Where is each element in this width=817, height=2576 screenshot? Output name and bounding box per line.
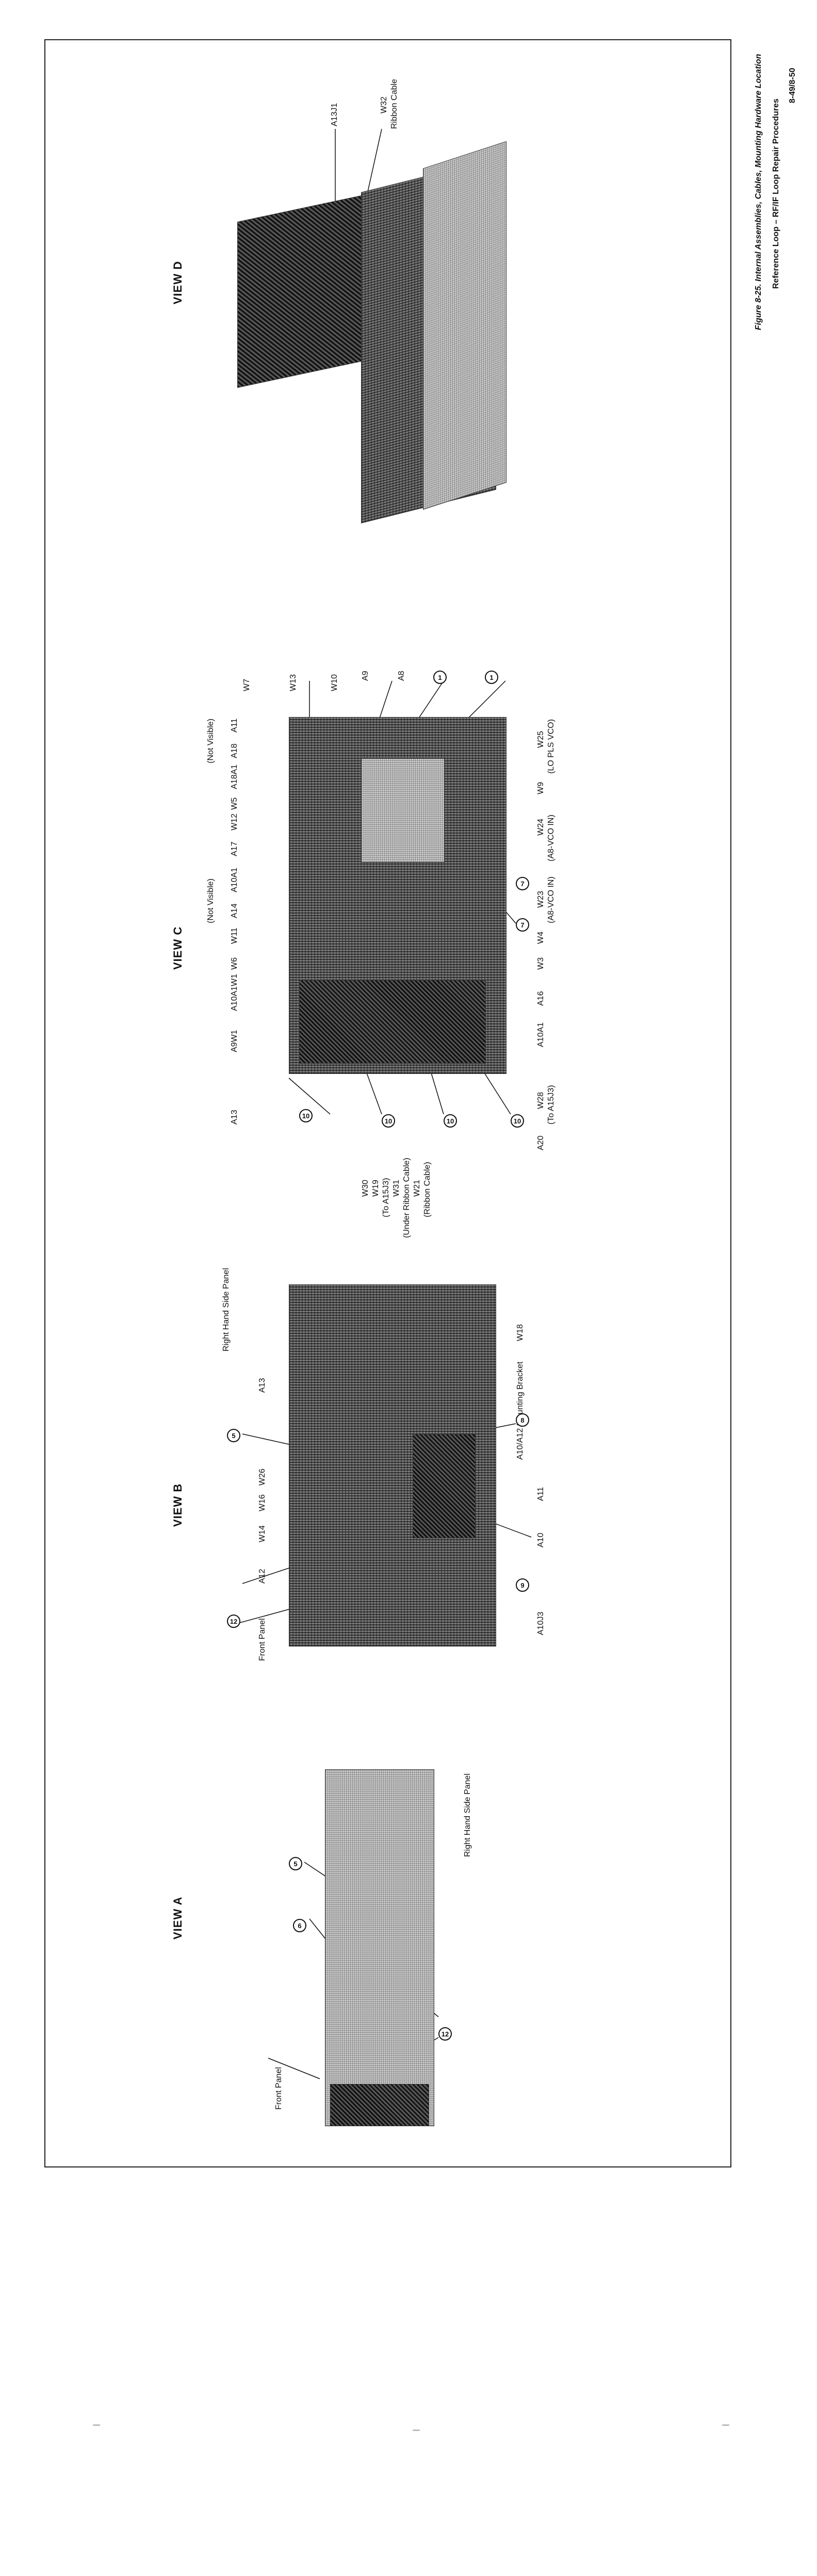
view-c-w19-note: (To A15J3)	[382, 1178, 390, 1217]
view-d-w32-note: Ribbon Cable	[390, 79, 399, 129]
view-c-a17-label: A17	[230, 841, 239, 856]
view-c-w23-note: (A8-VCO IN)	[547, 876, 555, 923]
view-c-w28-label: W28	[536, 1092, 545, 1109]
view-c-w30-label: W30	[361, 1180, 370, 1197]
view-c-w3-label: W3	[536, 957, 545, 970]
view-a-front-panel-label: Front Panel	[274, 2067, 283, 2110]
view-c-callout-1-b: 1	[485, 671, 498, 684]
view-c-subassembly	[361, 758, 445, 862]
view-a-callout-6: 6	[293, 1919, 306, 1932]
scan-mark	[93, 2424, 100, 2426]
view-b-a10a12-bracket-label: A10/A12 Mounting Bracket	[516, 1361, 525, 1460]
view-b-front-panel-label: Front Panel	[258, 1618, 267, 1661]
running-head: Reference Loop – RF/IF Loop Repair Proce…	[772, 99, 780, 289]
view-b-a13-label: A13	[258, 1378, 267, 1393]
view-b-w14-label: W14	[258, 1525, 267, 1542]
view-b-a11-label: A11	[536, 1487, 545, 1501]
view-b-board	[413, 1434, 476, 1538]
view-c-a18a1-label: A18A1	[230, 764, 239, 789]
view-b-right-hand-side-panel-label: Right Hand Side Panel	[222, 1268, 231, 1351]
view-c-w25-label: W25	[536, 731, 545, 748]
view-b-callout-12: 12	[227, 1615, 240, 1628]
view-c-w23-label: W23	[536, 891, 545, 908]
figure-frame	[44, 39, 731, 2167]
view-c-w13-label: W13	[289, 674, 298, 691]
scan-mark	[722, 2424, 729, 2426]
view-c-a8-label: A8	[397, 671, 406, 681]
view-b-w18-label: W18	[516, 1324, 525, 1341]
view-c-a20-label: A20	[536, 1135, 545, 1150]
view-c-callout-1-a: 1	[433, 671, 447, 684]
view-a-title: VIEW A	[171, 1896, 184, 1939]
view-d-a13j1-label: A13J1	[330, 103, 339, 126]
view-c-callout-7-b: 7	[516, 918, 529, 932]
view-c-callout-10-d: 10	[511, 1114, 524, 1128]
view-c-a16-label: A16	[536, 991, 545, 1006]
view-b-title: VIEW B	[171, 1483, 184, 1527]
scan-mark	[413, 2430, 420, 2431]
view-a-photo-end	[330, 2084, 429, 2126]
view-c-a9-label: A9	[361, 671, 370, 681]
view-a-callout-5: 5	[289, 1857, 302, 1870]
view-c-callout-10-c: 10	[444, 1114, 457, 1128]
view-c-w24-note: (A8-VCO IN)	[547, 814, 555, 861]
view-d-w32-label: W32	[380, 96, 388, 113]
view-c-w24-label: W24	[536, 819, 545, 836]
view-c-w31-label: W31	[392, 1180, 401, 1197]
view-b-callout-5: 5	[227, 1429, 240, 1442]
view-b-w16-label: W16	[258, 1494, 267, 1511]
view-b-a10-label: A10	[536, 1532, 545, 1547]
view-c-a18-label: A18	[230, 743, 239, 758]
view-c-w21-note: (Ribbon Cable)	[423, 1162, 432, 1217]
view-c-not-visible-1-label: (Not Visible)	[206, 878, 215, 923]
view-c-w4-label: W4	[536, 932, 545, 944]
view-b-a10j3-label: A10J3	[536, 1611, 545, 1635]
view-c-not-visible-2-label: (Not Visible)	[206, 719, 215, 763]
view-c-w7-label: W7	[242, 679, 251, 691]
view-c-a10a1-label: A10A1	[230, 867, 239, 892]
view-b-w26-label: W26	[258, 1469, 267, 1486]
view-c-w6-label: W6	[230, 957, 239, 970]
view-a-photo	[325, 1769, 434, 2126]
view-c-card-stack	[299, 980, 486, 1064]
view-a-callout-12: 12	[438, 2027, 452, 2041]
view-c-w10-label: W10	[330, 674, 339, 691]
view-b-callout-8: 8	[516, 1413, 529, 1427]
view-c-w11-label: W11	[230, 927, 239, 944]
view-a-right-hand-side-panel-label: Right Hand Side Panel	[463, 1773, 472, 1857]
figure-caption: Figure 8-25. Internal Assemblies, Cables…	[754, 54, 763, 330]
view-c-w12-label: W12	[230, 813, 239, 830]
view-c-a9w1-label: A9W1	[230, 1030, 239, 1052]
view-c-w21-label: W21	[413, 1180, 421, 1197]
view-c-a11-label: A11	[230, 718, 239, 732]
view-c-title: VIEW C	[171, 926, 184, 970]
view-d-photo-cable	[423, 141, 506, 510]
view-c-w19-label: W19	[371, 1180, 380, 1197]
view-c-callout-7-a: 7	[516, 877, 529, 890]
view-c-a10a1-b-label: A10A1	[536, 1022, 545, 1047]
view-c-w28-note: (To A15J3)	[547, 1085, 555, 1124]
view-b-callout-9: 9	[516, 1578, 529, 1592]
view-c-a10a1w1-label: A10A1W1	[230, 973, 239, 1011]
view-c-a14-label: A14	[230, 903, 239, 918]
view-b-a12-label: A12	[258, 1569, 267, 1584]
view-c-w5-label: W5	[230, 797, 239, 810]
view-d-title: VIEW D	[171, 260, 184, 304]
page-number: 8-49/8-50	[788, 68, 797, 104]
view-c-callout-10-a: 10	[299, 1109, 313, 1122]
view-c-callout-10-b: 10	[382, 1114, 395, 1128]
view-c-a13-label: A13	[230, 1110, 239, 1124]
view-c-w25-note: (LO PLS VCO)	[547, 719, 555, 774]
view-c-w9-label: W9	[536, 782, 545, 794]
view-c-w31-note: (Under Ribbon Cable)	[402, 1157, 411, 1238]
